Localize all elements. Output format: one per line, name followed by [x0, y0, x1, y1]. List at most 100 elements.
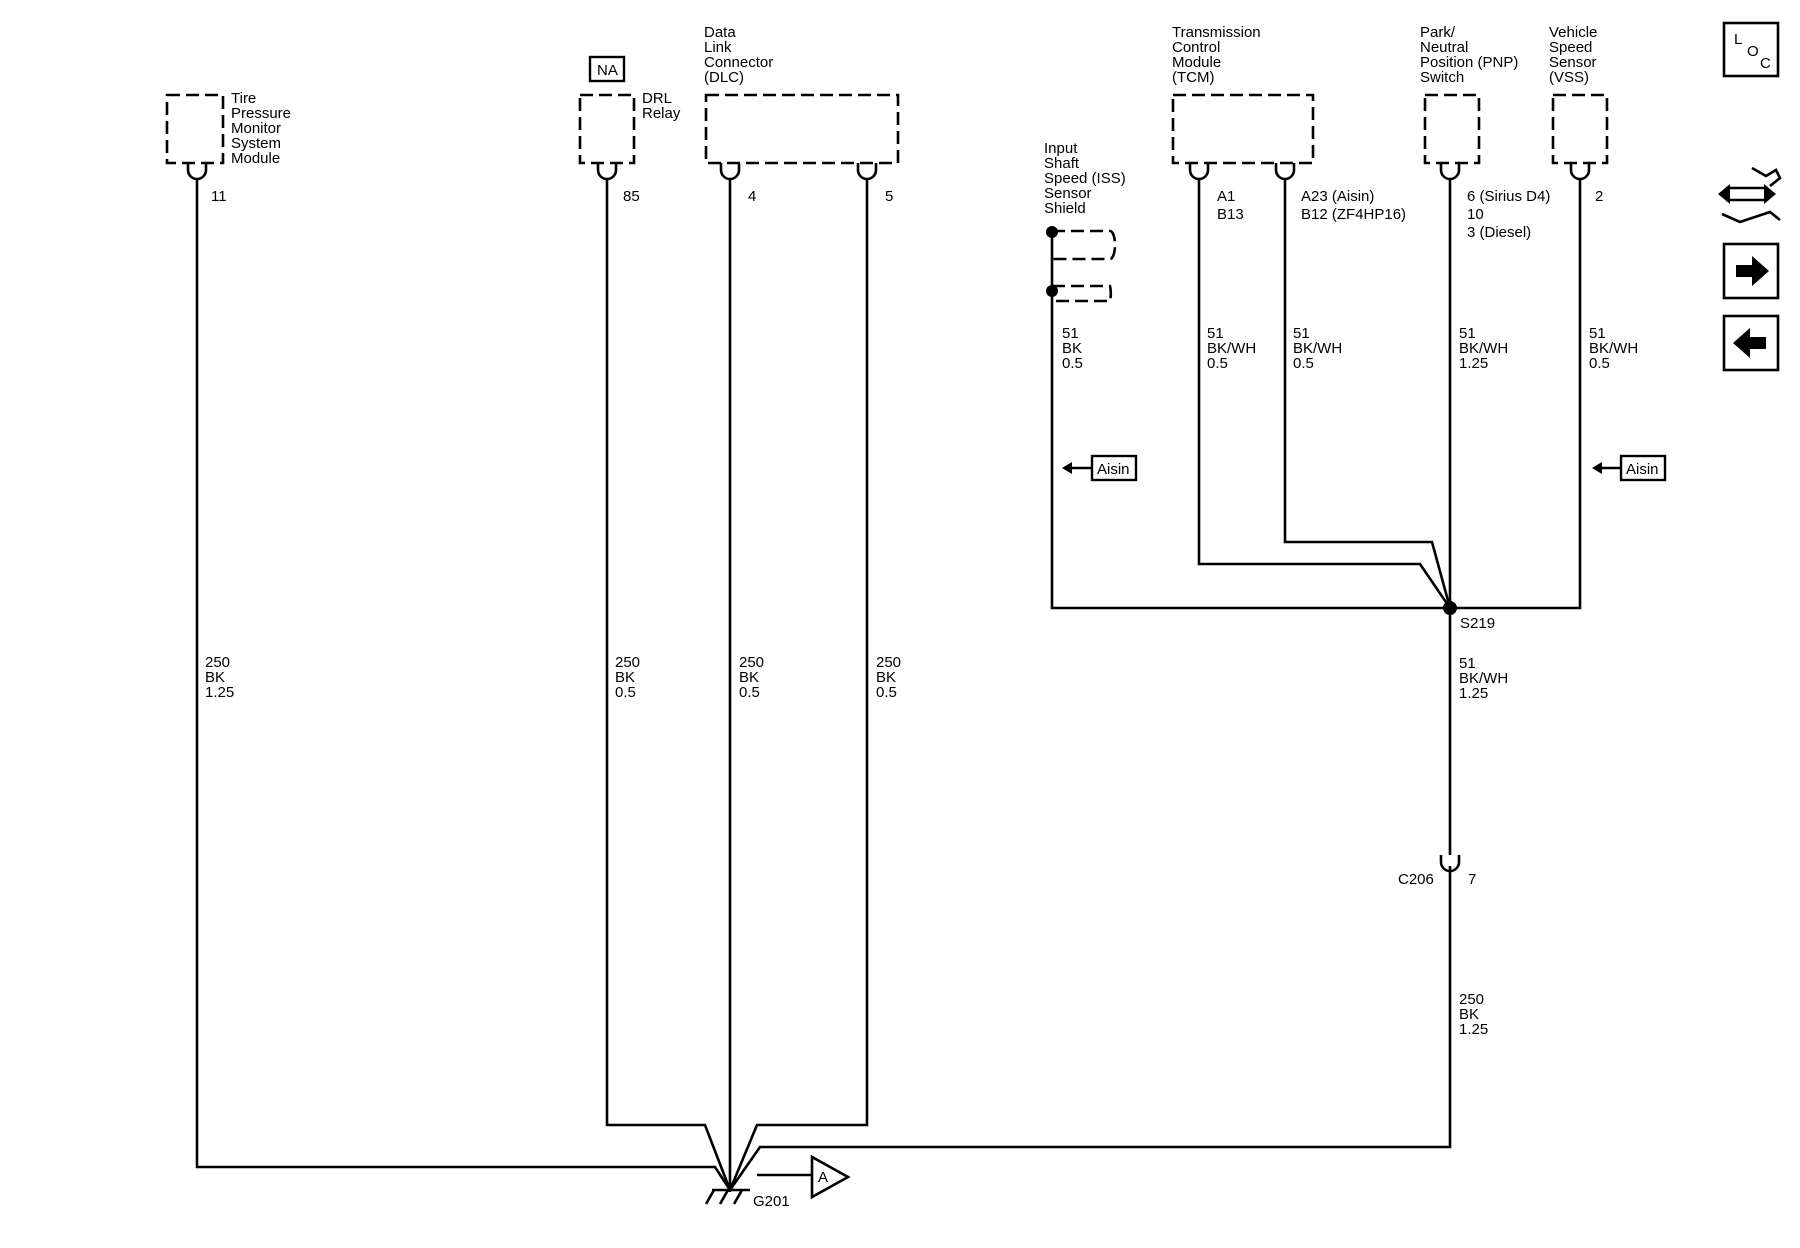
ground-hatch: [704, 1189, 744, 1205]
tpms-name-line-5: Module: [231, 150, 280, 167]
drl-relay-box: [578, 93, 636, 165]
aisin-left-box: [1090, 454, 1138, 482]
dlc-box: [704, 93, 900, 165]
tpms-pin-number: 11: [211, 188, 227, 205]
wire-vss: [1450, 179, 1582, 610]
na-badge-text: NA: [597, 62, 618, 79]
vss-name-line-2: Speed: [1549, 39, 1592, 56]
vss-pin-number: 2: [1595, 188, 1603, 205]
wire-tpms: [195, 179, 732, 1191]
pnp-pin-line-1: 6 (Sirius D4): [1467, 188, 1550, 205]
wire-dlc-5: [728, 179, 869, 1191]
wire-iss-size: 0.5: [1062, 355, 1083, 372]
wire-s219-color: BK/WH: [1459, 670, 1508, 687]
wire-c206-to-ground: [728, 866, 1452, 1191]
wire-c206-circuit: 250: [1459, 991, 1484, 1008]
wire-drl: [605, 179, 732, 1191]
c206-pin: 7: [1468, 871, 1476, 888]
wire-s219-circuit: 51: [1459, 655, 1476, 672]
iss-name-line-4: Sensor: [1044, 185, 1092, 202]
wire-pnp-color: BK/WH: [1459, 340, 1508, 357]
wire-tcm-b-circuit: 51: [1293, 325, 1310, 342]
ground-g201: G201 A: [704, 1154, 851, 1210]
wire-c206-size: 1.25: [1459, 1021, 1488, 1038]
shield-loop-upper: [1052, 229, 1117, 261]
dlc-pin-4-terminal: [719, 163, 741, 181]
wire-tcm-a-color: BK/WH: [1207, 340, 1256, 357]
tcm-pin-a-line-2: B13: [1217, 206, 1244, 223]
loc-letter-c: C: [1760, 55, 1771, 72]
tcm-box: [1171, 93, 1315, 165]
wire-tcm-a-circuit: 51: [1207, 325, 1224, 342]
tcm-pin-a-terminal: [1188, 163, 1210, 181]
pnp-pin-line-3: 3 (Diesel): [1467, 224, 1531, 241]
na-badge: [588, 55, 626, 83]
harness-connector-button[interactable]: [1718, 166, 1782, 224]
iss-name-line-5: Shield: [1044, 200, 1086, 217]
wire-pnp-size: 1.25: [1459, 355, 1488, 372]
vss-name-line-4: (VSS): [1549, 69, 1589, 86]
wire-tcm-a: [1197, 179, 1452, 609]
wire-dlc5-color: BK: [876, 669, 896, 686]
tpms-module: Tire Pressure Monitor System Module 11: [165, 90, 291, 205]
dlc-pin-5-number: 5: [885, 188, 893, 205]
drl-relay: NA DRL Relay 85: [578, 55, 681, 205]
harness-icon-wires: [1726, 186, 1766, 202]
dlc-name-line-1: Data: [704, 24, 736, 41]
wires: [195, 179, 1582, 1191]
arrow-left-icon: [1733, 328, 1766, 358]
vss: Vehicle Speed Sensor (VSS) 2: [1549, 24, 1609, 205]
wire-tpms-circuit: 250: [205, 654, 230, 671]
wire-tpms-color: BK: [205, 669, 225, 686]
tcm-pin-a-line-1: A1: [1217, 188, 1235, 205]
vss-name-line-1: Vehicle: [1549, 24, 1597, 41]
wire-drl-circuit: 250: [615, 654, 640, 671]
iss-name-line-1: Input: [1044, 140, 1078, 157]
aisin-right-box: [1619, 454, 1667, 482]
harness-icon-plug-bottom: [1721, 210, 1781, 224]
wire-s219-size: 1.25: [1459, 685, 1488, 702]
splice-label: S219: [1460, 615, 1495, 632]
dlc-name-line-3: Connector: [704, 54, 773, 71]
wire-labels: 250 BK 1.25 250 BK 0.5 250 BK 0.5 250 BK…: [205, 325, 1638, 1038]
vss-name-line-3: Sensor: [1549, 54, 1597, 71]
next-page-button[interactable]: [1722, 242, 1780, 300]
wire-tcm-a-size: 0.5: [1207, 355, 1228, 372]
wire-drl-color: BK: [615, 669, 635, 686]
pnp-name-line-2: Neutral: [1420, 39, 1468, 56]
tpms-pin-terminal: [186, 163, 208, 181]
drl-pin-number: 85: [623, 188, 640, 205]
connector-c206: C206 7: [1398, 855, 1476, 888]
drl-name-line-1: DRL: [642, 90, 672, 107]
aisin-left-arrow-head: [1062, 462, 1072, 474]
tcm-name-line-3: Module: [1172, 54, 1221, 71]
tpms-name-line-1: Tire: [231, 90, 256, 107]
aisin-right-text: Aisin: [1626, 461, 1659, 478]
ground-ref-text: A: [818, 1169, 828, 1186]
iss-name-line-3: Speed (ISS): [1044, 170, 1126, 187]
tcm-name-line-2: Control: [1172, 39, 1220, 56]
location-button-frame[interactable]: [1722, 21, 1780, 78]
wire-dlc5-circuit: 250: [876, 654, 901, 671]
wire-dlc4-circuit: 250: [739, 654, 764, 671]
iss-name-line-2: Shaft: [1044, 155, 1080, 172]
pnp-pin-line-2: 10: [1467, 206, 1484, 223]
wire-iss-color: BK: [1062, 340, 1082, 357]
tpms-module-box: [165, 93, 225, 165]
wire-tpms-size: 1.25: [205, 684, 234, 701]
location-button[interactable]: L O C: [1722, 21, 1780, 78]
tcm-name-line-4: (TCM): [1172, 69, 1214, 86]
drl-name-line-2: Relay: [642, 105, 681, 122]
aisin-note-left: Aisin: [1062, 454, 1138, 482]
pnp-name-line-4: Switch: [1420, 69, 1464, 86]
pnp-pin-terminal: [1439, 163, 1461, 181]
previous-page-button[interactable]: [1722, 314, 1780, 372]
wire-vss-circuit: 51: [1589, 325, 1606, 342]
vss-pin-terminal: [1569, 163, 1591, 181]
harness-connector-icon: [1718, 166, 1782, 224]
wire-iss: [1050, 232, 1450, 610]
wire-drl-size: 0.5: [615, 684, 636, 701]
dlc-name-line-2: Link: [704, 39, 732, 56]
